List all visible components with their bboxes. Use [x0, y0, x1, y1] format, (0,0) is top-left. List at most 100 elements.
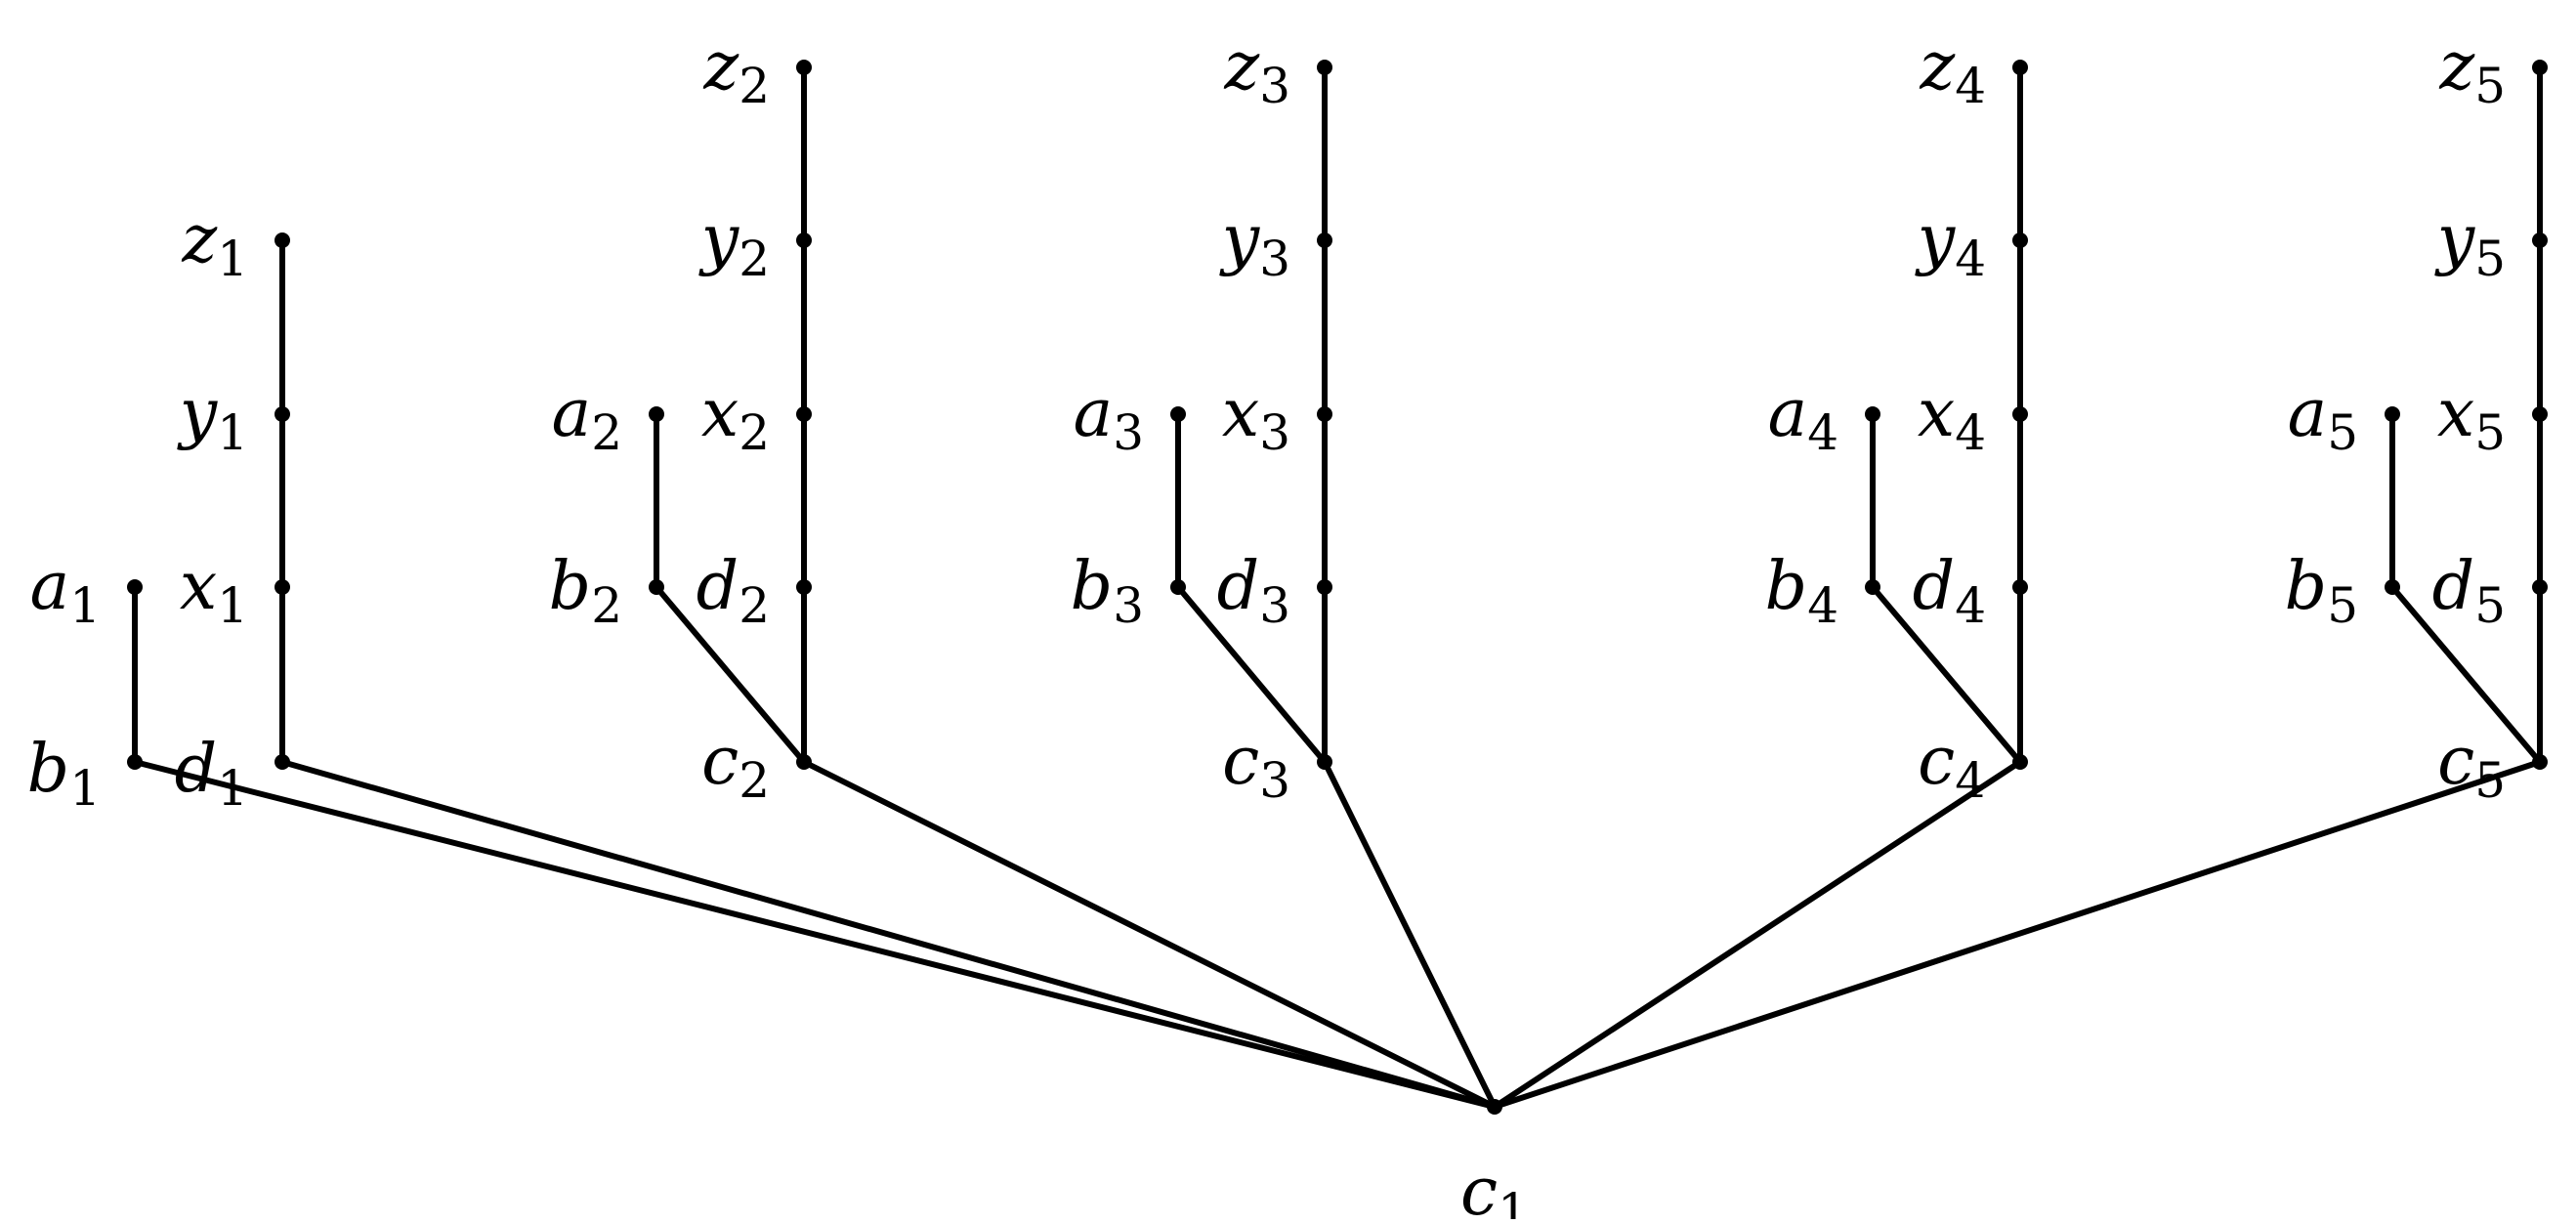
label-z2: z2 [702, 28, 770, 114]
label-a5: a5 [2288, 375, 2358, 461]
label-z3-subscript: 3 [1259, 58, 1290, 114]
label-d4: d4 [1913, 548, 1986, 634]
node-b2 [649, 579, 664, 595]
label-z5-subscript: 5 [2474, 58, 2506, 114]
label-d4-subscript: 4 [1955, 577, 1986, 634]
label-x4-letter: x [1918, 375, 1955, 452]
label-x2-letter: x [701, 375, 739, 452]
label-b2: b2 [549, 548, 622, 634]
label-d5: d5 [2432, 548, 2506, 634]
label-x2: x2 [701, 375, 770, 461]
node-c1 [1487, 1099, 1502, 1115]
label-z4-letter: z [1919, 28, 1956, 106]
label-b3-subscript: 3 [1113, 577, 1144, 634]
label-c5-subscript: 5 [2474, 752, 2506, 809]
label-b1-letter: b [27, 731, 70, 808]
label-b1-subscript: 1 [69, 760, 101, 817]
label-y2: y2 [698, 201, 770, 287]
label-c5: c5 [2437, 723, 2506, 809]
label-c1: c1 [1460, 1154, 1529, 1219]
node-z3 [1317, 60, 1332, 75]
node-x3 [1317, 406, 1332, 422]
node-b4 [1865, 579, 1880, 595]
label-y1-letter: y [177, 375, 219, 452]
node-y1 [274, 406, 290, 422]
label-a3-letter: a [1074, 375, 1114, 452]
edge-c3-b3 [1175, 584, 1328, 765]
label-b1: b1 [27, 731, 101, 817]
label-a5-subscript: 5 [2327, 404, 2358, 461]
node-y5 [2532, 232, 2548, 248]
label-x3-letter: x [1222, 375, 1259, 452]
edge-c1-d1 [279, 759, 1498, 1110]
label-a1-subscript: 1 [69, 577, 101, 634]
node-c2 [796, 754, 812, 770]
label-d3: d3 [1217, 548, 1290, 634]
label-x2-subscript: 2 [739, 404, 770, 461]
label-d1-letter: d [175, 731, 218, 808]
edge-c1-c4 [1492, 759, 2023, 1110]
node-y2 [796, 232, 812, 248]
node-c5 [2532, 754, 2548, 770]
label-y1: y1 [177, 375, 248, 461]
label-a4-letter: a [1768, 375, 1808, 452]
label-d5-subscript: 5 [2474, 577, 2506, 634]
node-x5 [2532, 406, 2548, 422]
label-c3-letter: c [1222, 723, 1259, 800]
label-z2-subscript: 2 [739, 58, 770, 114]
label-b4-letter: b [1765, 548, 1808, 625]
node-a2 [649, 406, 664, 422]
node-y3 [1317, 232, 1332, 248]
node-y4 [2012, 232, 2028, 248]
label-a1: a1 [30, 548, 101, 634]
edge-c4-b4 [1870, 584, 2023, 765]
label-c1-letter: c [1460, 1154, 1498, 1219]
label-c2-subscript: 2 [739, 752, 770, 809]
node-c4 [2012, 754, 2028, 770]
label-z1: z1 [181, 201, 248, 287]
label-c4-subscript: 4 [1955, 752, 1986, 809]
label-b4: b4 [1765, 548, 1838, 634]
label-z3: z3 [1223, 28, 1290, 114]
label-b5: b5 [2285, 548, 2358, 634]
node-x1 [274, 579, 290, 595]
node-d3 [1317, 579, 1332, 595]
label-c3-subscript: 3 [1259, 752, 1290, 809]
label-d4-letter: d [1913, 548, 1956, 625]
label-b3-letter: b [1071, 548, 1114, 625]
node-a3 [1170, 406, 1186, 422]
label-c4-letter: c [1918, 723, 1955, 800]
label-y5-letter: y [2434, 201, 2476, 278]
label-d1: d1 [175, 731, 248, 817]
node-d4 [2012, 579, 2028, 595]
label-y1-subscript: 1 [217, 404, 248, 461]
label-y4-subscript: 4 [1955, 231, 1986, 287]
label-c5-letter: c [2437, 723, 2474, 800]
labels-layer: c1b1a1d1x1y1z1c2d2x2y2z2b2a2c3d3x3y3z3b3… [27, 28, 2506, 1224]
label-z5-letter: z [2438, 28, 2475, 106]
node-d5 [2532, 579, 2548, 595]
label-z1-letter: z [181, 201, 218, 278]
label-x1: x1 [180, 548, 248, 634]
label-x3-subscript: 3 [1259, 404, 1290, 461]
edges-layer [132, 64, 2543, 1110]
label-z2-letter: z [702, 28, 739, 106]
label-c1-subscript: 1 [1498, 1183, 1529, 1219]
label-z3-letter: z [1223, 28, 1260, 106]
label-a4: a4 [1768, 375, 1838, 461]
label-a2-subscript: 2 [591, 404, 622, 461]
label-b5-letter: b [2285, 548, 2328, 625]
label-a3: a3 [1074, 375, 1144, 461]
label-y2-letter: y [698, 201, 740, 278]
label-c4: c4 [1918, 723, 1986, 809]
edge-c1-b1 [132, 759, 1498, 1110]
label-x4-subscript: 4 [1955, 404, 1986, 461]
label-b4-subscript: 4 [1807, 577, 1838, 634]
label-z4-subscript: 4 [1955, 58, 1986, 114]
label-a2-letter: a [552, 375, 592, 452]
label-y5-subscript: 5 [2474, 231, 2506, 287]
label-z4: z4 [1919, 28, 1986, 114]
label-d1-subscript: 1 [217, 760, 248, 817]
